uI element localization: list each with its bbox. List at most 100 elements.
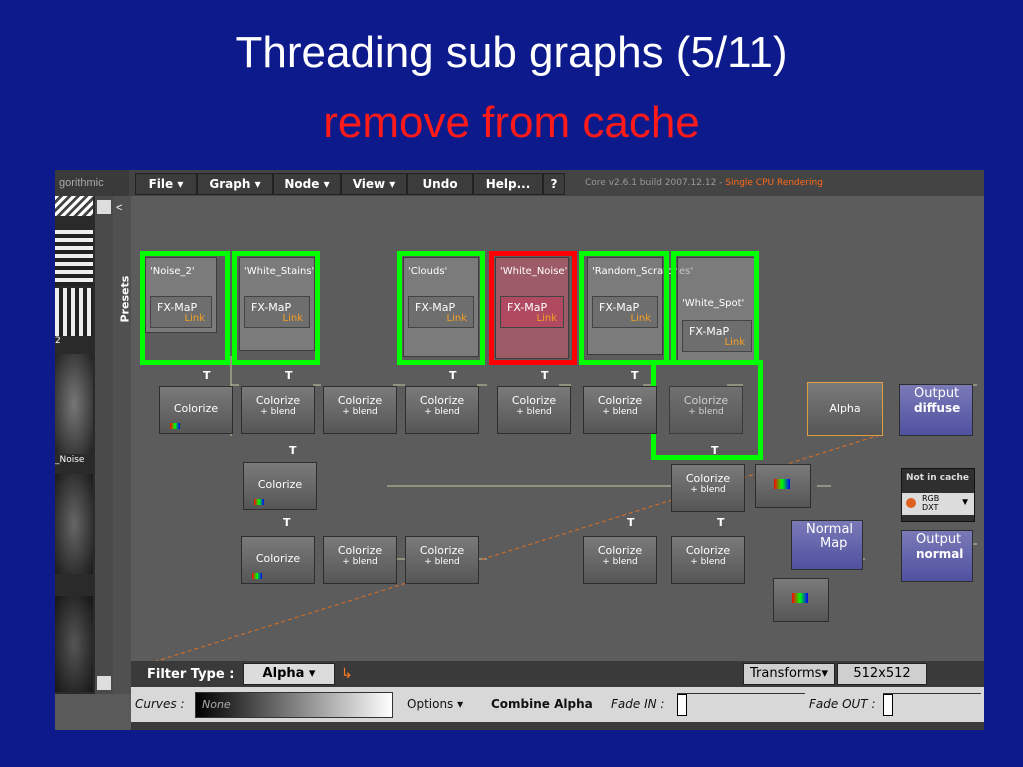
- frame-title: 'White_Noise': [500, 266, 568, 277]
- undo-button[interactable]: Undo: [407, 173, 473, 195]
- fade-in-slider[interactable]: [677, 693, 805, 716]
- colorize-blend-node[interactable]: Colorize+ blend: [405, 536, 479, 584]
- node-label: Colorize: [511, 394, 557, 407]
- thumbnail-4[interactable]: [55, 354, 93, 454]
- node-label: Colorize: [255, 394, 301, 407]
- options-menu[interactable]: Options ▾: [407, 697, 464, 711]
- fxmap-label: FX-MaP: [599, 301, 640, 314]
- frame-title: 'White_Spot': [682, 298, 745, 309]
- thumbnail-1[interactable]: [55, 196, 93, 216]
- size-select[interactable]: 512x512: [837, 663, 927, 685]
- format-select[interactable]: RGB DXT ▼: [902, 493, 974, 515]
- node-sublabel: + blend: [424, 407, 460, 417]
- transforms-menu[interactable]: Transforms▾: [743, 663, 835, 685]
- menu-graph[interactable]: Graph ▾: [197, 173, 273, 195]
- highlight-green: [397, 251, 485, 365]
- colorize-blend-node[interactable]: Colorize+ blend: [241, 386, 315, 434]
- menu-file[interactable]: File ▾: [135, 173, 197, 195]
- alpha-node[interactable]: Alpha: [807, 382, 883, 436]
- thread-mark: T: [289, 444, 297, 457]
- app-brand: gorithmic: [55, 170, 129, 196]
- colorize-node[interactable]: Colorize: [243, 462, 317, 510]
- node-label: Colorize: [419, 544, 465, 557]
- arrow-icon[interactable]: ↳: [341, 665, 353, 681]
- highlight-red: [489, 251, 577, 365]
- convert-node[interactable]: [773, 578, 829, 622]
- colorize-blend-node[interactable]: Colorize+ blend: [497, 386, 571, 434]
- menu-help[interactable]: Help...: [473, 173, 543, 195]
- colorize-blend-node[interactable]: Colorize+ blend: [323, 386, 397, 434]
- thread-mark: T: [631, 369, 639, 382]
- link-label: Link: [724, 337, 745, 348]
- thumbnail-scrollbar[interactable]: [95, 196, 113, 694]
- thumbnail-2[interactable]: [55, 230, 93, 286]
- dxt-label: DXT: [922, 503, 939, 512]
- chevron-down-icon: ▼: [960, 497, 970, 508]
- link-label: Link: [282, 313, 303, 324]
- fxmap-label: FX-MaP: [157, 301, 198, 314]
- node-label: Colorize: [419, 394, 465, 407]
- convert-icon: [774, 479, 790, 489]
- node-label: Colorize: [337, 544, 383, 557]
- menu-view[interactable]: View ▾: [341, 173, 407, 195]
- node-label: Colorize: [683, 394, 729, 407]
- colorize-blend-node[interactable]: Colorize+ blend: [671, 536, 745, 584]
- combine-alpha-button[interactable]: Combine Alpha: [491, 697, 593, 711]
- node-sublabel: + blend: [516, 407, 552, 417]
- scroll-up-icon[interactable]: [97, 200, 111, 214]
- palette-icon: [170, 423, 180, 429]
- output-name: normal: [916, 547, 964, 561]
- curves-label: Curves :: [135, 697, 185, 711]
- slider-handle[interactable]: [677, 694, 687, 716]
- colorize-blend-node[interactable]: Colorize+ blend: [669, 386, 743, 434]
- thumbnail-3[interactable]: [55, 288, 93, 336]
- colorize-blend-node[interactable]: Colorize+ blend: [583, 386, 657, 434]
- colorize-blend-node[interactable]: Colorize+ blend: [671, 464, 745, 512]
- collapse-arrow-icon[interactable]: <: [116, 202, 123, 214]
- about-button[interactable]: ?: [543, 173, 565, 195]
- colorize-blend-node[interactable]: Colorize+ blend: [583, 536, 657, 584]
- colorize-blend-node[interactable]: Colorize+ blend: [405, 386, 479, 434]
- menu-node[interactable]: Node ▾: [273, 173, 341, 195]
- curves-gradient[interactable]: None: [195, 692, 393, 718]
- slide-title: Threading sub graphs (5/11): [235, 28, 788, 77]
- thumbnail-6[interactable]: [55, 596, 93, 692]
- node-sublabel: + blend: [602, 407, 638, 417]
- fade-in-label: Fade IN :: [611, 697, 665, 711]
- thumb-label-noise: _Noise: [55, 455, 85, 465]
- presets-tab[interactable]: < Presets: [113, 196, 132, 694]
- thumbnail-column: 2 _Noise: [55, 196, 95, 694]
- node-sublabel: + blend: [688, 407, 724, 417]
- frame-title: 'Noise_2': [150, 266, 195, 277]
- convert-node[interactable]: [755, 464, 811, 508]
- slider-handle[interactable]: [883, 694, 893, 716]
- node-label: Normal: [806, 522, 854, 537]
- output-label: Output: [914, 386, 960, 401]
- colorize-blend-node[interactable]: Colorize+ blend: [323, 536, 397, 584]
- app-window: gorithmic File ▾ Graph ▾ Node ▾ View ▾ U…: [55, 170, 984, 730]
- node-label: Colorize: [685, 472, 731, 485]
- fade-out-slider[interactable]: [883, 693, 981, 716]
- frame-title: 'Random_Scratches': [592, 266, 694, 277]
- thumbnail-5[interactable]: [55, 474, 93, 574]
- colorize-node[interactable]: Colorize: [241, 536, 315, 584]
- scroll-down-icon[interactable]: [97, 676, 111, 690]
- frame-title: 'White_Stains': [244, 266, 315, 277]
- colorize-node[interactable]: Colorize: [159, 386, 233, 434]
- filter-type-select[interactable]: Alpha ▾: [243, 663, 335, 685]
